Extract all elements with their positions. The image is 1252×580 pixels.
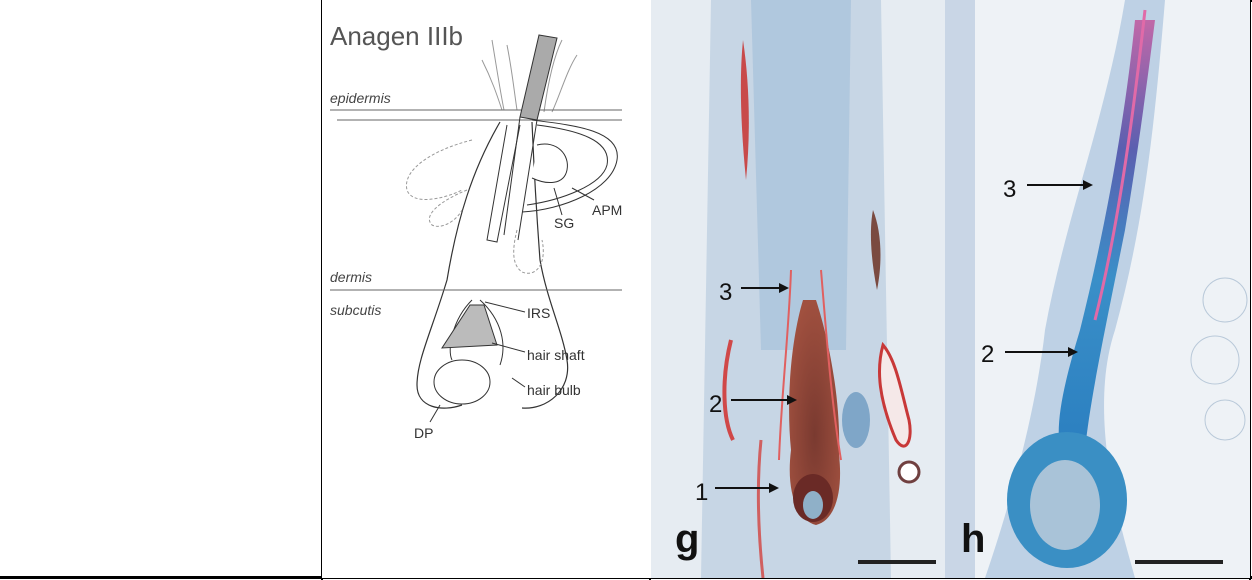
schematic-diagram: Anagen IIIb epidermis SG APM [330,21,622,441]
label-epidermis: epidermis [330,90,391,106]
panel-letter-g: g [675,517,699,561]
marker-h-3: 3 [1003,176,1016,203]
marker-g-1: 1 [695,479,708,506]
histology-panel-h: 3 2 h [945,0,1250,578]
label-subcutis: subcutis [330,302,381,318]
histology-panel-g: 3 2 1 g [651,0,945,578]
scale-bar-g [858,560,936,564]
marker-g-2: 2 [709,391,722,418]
schematic-title: Anagen IIIb [330,21,463,51]
label-hair-bulb: hair bulb [527,382,581,398]
scale-bar-h [1135,560,1223,564]
label-apm: APM [592,202,622,218]
histology-image-g: 3 2 1 g [651,0,945,578]
histology-image-h: 3 2 h [945,0,1250,578]
label-sg: SG [554,215,574,231]
marker-h-2: 2 [981,341,994,368]
panel-letter-h: h [961,517,985,561]
table-border-right [1249,0,1251,580]
label-dermis: dermis [330,269,372,285]
marker-g-3: 3 [719,279,732,306]
label-irs: IRS [527,305,550,321]
label-hair-shaft: hair shaft [527,347,585,363]
schematic-panel: Anagen IIIb epidermis SG APM [322,0,651,578]
label-dp: DP [414,425,433,441]
